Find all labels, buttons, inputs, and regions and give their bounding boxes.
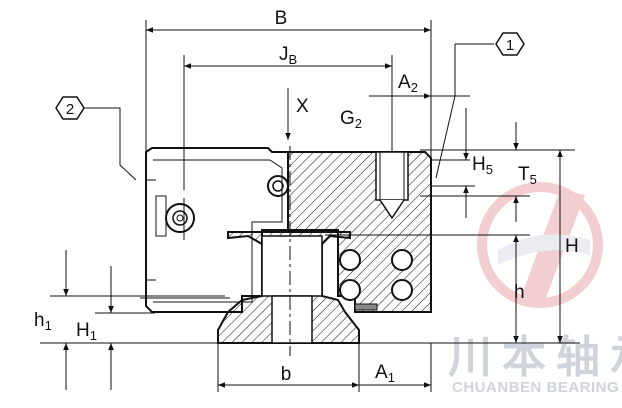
label-G2: G2: [340, 108, 362, 131]
svg-text:1: 1: [506, 37, 514, 54]
callout-leaders: [84, 43, 494, 181]
label-X: X: [296, 96, 309, 117]
bolt-head: [165, 198, 195, 240]
label-JB: JB: [279, 44, 297, 67]
guide-rail: [217, 231, 360, 344]
label-B: B: [275, 8, 288, 29]
label-A2: A2: [398, 72, 418, 95]
label-T5: T5: [518, 164, 537, 187]
label-H5: H5: [472, 154, 493, 177]
callout-2-badge: 2: [55, 96, 85, 120]
callout-1-badge: 1: [495, 32, 525, 56]
watermark-logo: [477, 182, 603, 308]
lube-nipple: [267, 175, 289, 197]
watermark-english: CHUANBEN BEARING: [452, 379, 619, 396]
label-A1: A1: [375, 362, 395, 385]
carriage-section: [287, 151, 432, 313]
label-H1: H1: [76, 320, 97, 343]
label-h: h: [514, 282, 525, 303]
label-h1: h1: [34, 310, 52, 333]
svg-text:2: 2: [66, 101, 74, 118]
watermark-chinese: 川本轴承: [448, 333, 622, 382]
label-H: H: [565, 236, 579, 257]
label-b: b: [281, 364, 292, 385]
